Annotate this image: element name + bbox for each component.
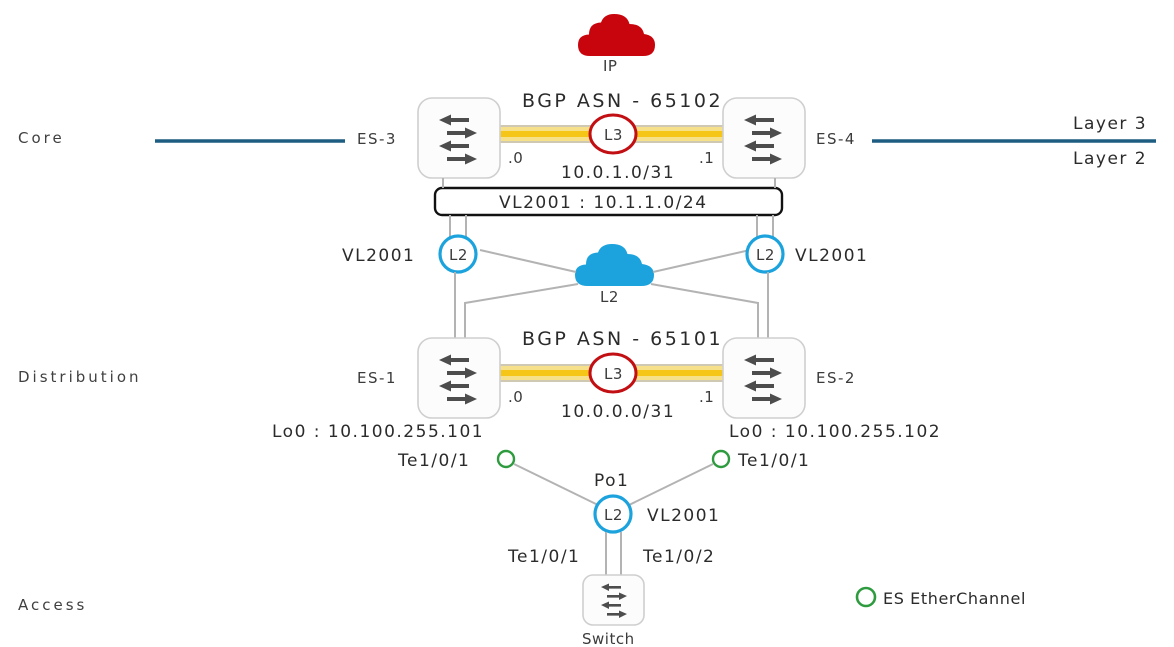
dist-l3-badge-label: L3 — [604, 365, 623, 383]
tier-label-distribution: Distribution — [18, 368, 142, 386]
device-access-switch-label: Switch — [582, 630, 635, 647]
ip-cloud-label: IP — [603, 57, 617, 75]
device-es3-label: ES-3 — [357, 130, 397, 148]
link-l2right-cloud — [652, 249, 751, 273]
legend-etherchannel-icon — [855, 586, 877, 608]
link-l2left-cloud — [479, 249, 577, 273]
core-subnet-label: 10.0.1.0/31 — [561, 163, 675, 183]
access-l2-badge — [593, 494, 633, 534]
core-vlan-box — [433, 186, 784, 217]
es2-loopback-label: Lo0 : 10.100.255.102 — [729, 422, 941, 442]
l2-badge-right — [745, 234, 785, 274]
po1-label: Po1 — [594, 471, 629, 491]
vlan-label-left: VL2001 — [342, 246, 415, 266]
l2-badge-right-label: L2 — [756, 246, 775, 264]
l2-badge-left — [438, 234, 478, 274]
dist-link-left-ip: .0 — [508, 388, 523, 406]
device-es4-label: ES-4 — [816, 130, 856, 148]
tier-label-core: Core — [18, 129, 65, 147]
device-access-switch[interactable] — [582, 574, 645, 626]
switch-port-right-label: Te1/0/2 — [642, 547, 715, 567]
l2-cloud-label: L2 — [600, 288, 619, 306]
layer3-label: Layer 3 — [1073, 114, 1147, 134]
es1-port-label: Te1/0/1 — [397, 451, 470, 471]
layer2-label: Layer 2 — [1073, 149, 1147, 169]
l2-cloud — [575, 244, 654, 286]
switch-port-left-label: Te1/0/1 — [507, 547, 580, 567]
link-cloud-es2 — [650, 283, 759, 338]
core-bgp-label: BGP ASN - 65102 — [522, 90, 723, 112]
core-vlan-box-label: VL2001 : 10.1.1.0/24 — [499, 193, 708, 213]
core-link-left-ip: .0 — [508, 149, 523, 167]
es1-loopback-label: Lo0 : 10.100.255.101 — [272, 422, 484, 442]
device-es4[interactable] — [722, 97, 806, 179]
link-cloud-es1 — [464, 283, 579, 338]
etherchannel-port-left[interactable] — [496, 449, 516, 469]
core-link-right-ip: .1 — [699, 149, 714, 167]
device-es3[interactable] — [417, 97, 501, 179]
legend-etherchannel-label: ES EtherChannel — [883, 589, 1026, 608]
ip-cloud — [578, 14, 655, 56]
device-es1-label: ES-1 — [357, 369, 397, 387]
link-es1-po1 — [513, 463, 599, 506]
tier-label-access: Access — [18, 596, 87, 614]
access-l2-badge-label: L2 — [604, 506, 623, 524]
vlan-label-right: VL2001 — [795, 246, 868, 266]
device-es2-label: ES-2 — [816, 369, 856, 387]
etherchannel-port-right[interactable] — [711, 449, 731, 469]
core-l3-badge-label: L3 — [604, 126, 623, 144]
core-l3-badge — [588, 113, 638, 155]
device-es1[interactable] — [417, 337, 501, 419]
dist-l3-badge — [588, 352, 638, 394]
link-es2-po1 — [628, 463, 714, 506]
dist-link-right-ip: .1 — [699, 388, 714, 406]
access-vlan-label: VL2001 — [647, 506, 720, 526]
es2-port-label: Te1/0/1 — [737, 451, 810, 471]
device-es2[interactable] — [722, 337, 806, 419]
dist-bgp-label: BGP ASN - 65101 — [522, 328, 723, 350]
l2-badge-left-label: L2 — [449, 246, 468, 264]
dist-subnet-label: 10.0.0.0/31 — [561, 402, 675, 422]
